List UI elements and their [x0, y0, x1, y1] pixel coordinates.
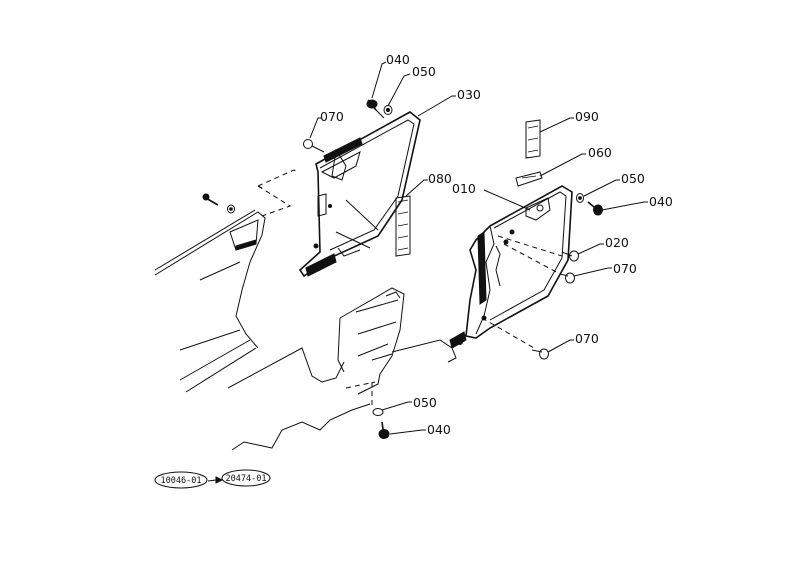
part-label: 040 — [427, 422, 451, 437]
part-label: 070 — [320, 109, 344, 124]
part-label: 010 — [452, 181, 476, 196]
pin-060 — [515, 171, 543, 187]
frame-assembly — [154, 169, 345, 393]
part-label: 060 — [588, 145, 612, 160]
part-label: 030 — [457, 87, 481, 102]
reference-callouts: 10046-01 20474-01 — [154, 469, 271, 489]
part-label: 050 — [621, 171, 645, 186]
fasteners — [303, 99, 603, 439]
reference-oval-to — [221, 469, 271, 487]
leader-lines — [309, 61, 648, 435]
rubber-strip-080 — [395, 195, 411, 257]
side-plate-010 — [449, 185, 573, 349]
bracket-plate-030 — [298, 111, 421, 278]
part-label: 090 — [575, 109, 599, 124]
part-label: 050 — [413, 395, 437, 410]
part-labels: 040 050 030 070 090 060 080 010 050 040 … — [320, 52, 673, 437]
reference-oval-from — [154, 471, 208, 489]
reference-to-text: 20474-01 — [226, 474, 267, 484]
part-label: 070 — [575, 331, 599, 346]
part-label: 040 — [649, 194, 673, 209]
part-label: 020 — [605, 235, 629, 250]
pad-090 — [525, 119, 541, 159]
part-label: 040 — [386, 52, 410, 67]
reference-from-text: 10046-01 — [161, 476, 202, 486]
lower-side-cover — [231, 287, 457, 451]
part-label: 080 — [428, 171, 452, 186]
part-label: 070 — [613, 261, 637, 276]
part-label: 050 — [412, 64, 436, 79]
